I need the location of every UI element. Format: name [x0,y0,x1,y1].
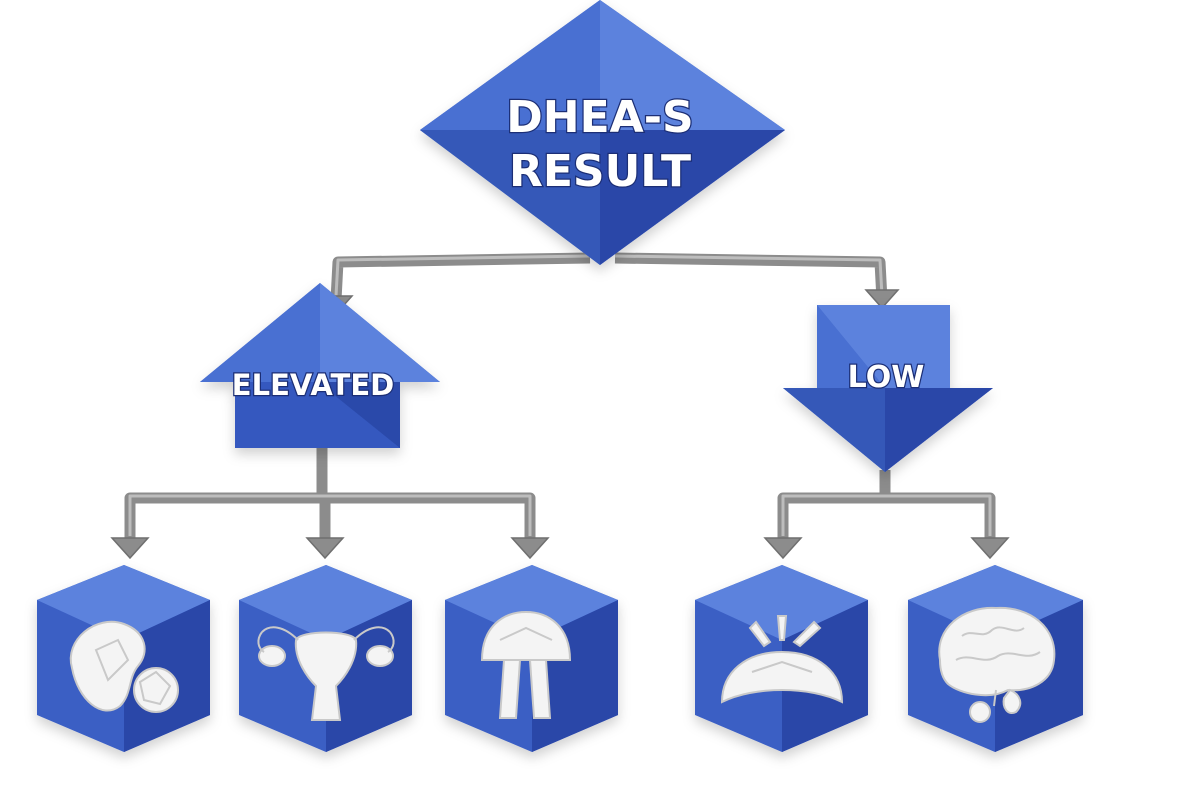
uterus-ovaries-icon [257,626,395,721]
arrowhead-low-2 [970,537,1010,560]
brain-pituitary-icon [938,606,1056,723]
leaf-elevated-2 [239,565,412,752]
low-label: LOW [848,360,925,395]
adrenal-gland-icon [69,620,179,713]
root-label-line1: DHEA-S [506,92,693,143]
arrowhead-elevated-2 [305,537,345,560]
arrowhead-elevated-1 [110,537,150,560]
root-label-line2: RESULT [509,146,691,197]
arrowhead-low [864,289,900,310]
connector-root-low [614,252,888,301]
elevated-node: ELEVATED [200,283,440,448]
leaf-low-2 [908,565,1083,752]
adrenal-insufficiency-icon [720,615,844,704]
connector-low-bar [777,492,996,540]
pituitary-icon [480,610,572,719]
leaf-low-1 [695,565,868,752]
arrowhead-low-1 [763,537,803,560]
root-node: DHEA-S RESULT [420,0,785,265]
connector-root-elevated [330,252,591,301]
low-node: LOW [783,305,993,472]
elevated-label: ELEVATED [232,368,394,402]
leaf-elevated-1 [37,565,210,752]
arrowhead-elevated-3 [510,537,550,560]
leaf-elevated-3 [445,565,618,752]
